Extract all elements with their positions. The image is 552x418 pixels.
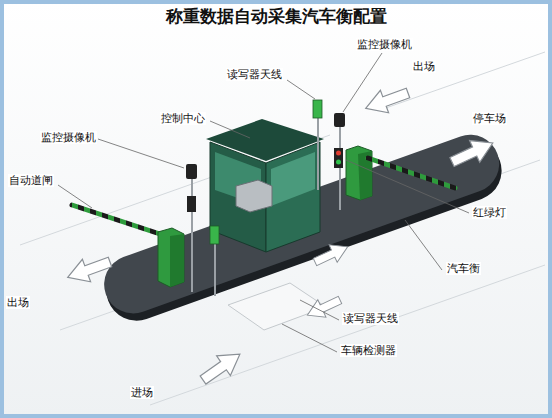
leader-lines (58, 53, 469, 352)
island (96, 127, 510, 329)
auto-gate (72, 205, 184, 287)
callout-label: 控制中心 (160, 112, 206, 125)
callout-label: 监控摄像机 (40, 131, 97, 144)
callout-label: 进场 (130, 386, 154, 399)
callout-label: 车辆检测器 (340, 344, 397, 357)
callout-label: 汽车衡 (446, 262, 481, 275)
direction-arrows (64, 82, 498, 390)
callout-label: 出场 (412, 60, 436, 73)
control-booth (206, 119, 324, 252)
auto-gate (346, 146, 455, 200)
devices (186, 100, 345, 296)
road-lines (20, 52, 545, 405)
callout-label: 自动道闸 (8, 174, 54, 187)
callout-label: 红绿灯 (472, 206, 507, 219)
callout-label: 读写器天线 (342, 312, 399, 325)
callout-label: 监控摄像机 (356, 38, 413, 51)
callout-label: 读写器天线 (226, 68, 283, 81)
callout-label: 出场 (6, 296, 30, 309)
title: 称重数据自动采集汽车衡配置 (166, 6, 387, 26)
callout-label: 停车场 (472, 112, 507, 125)
